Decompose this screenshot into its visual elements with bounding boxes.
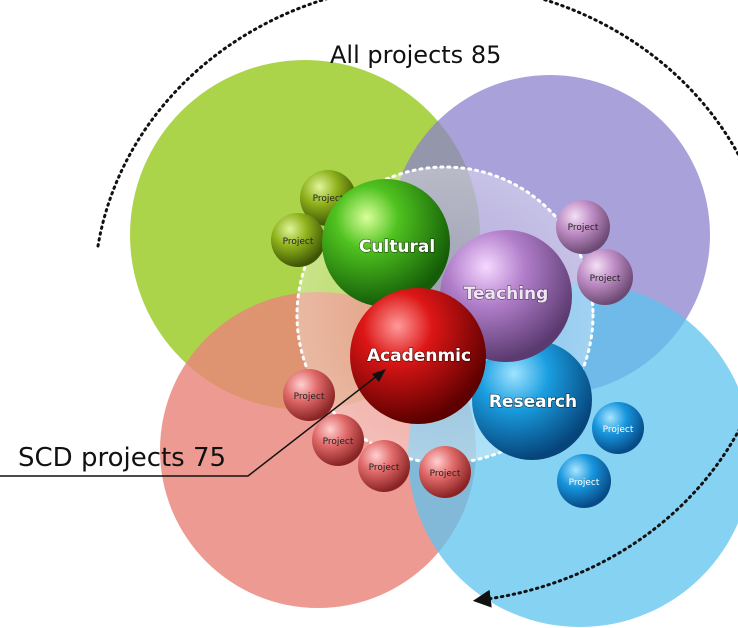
cultural-label: Cultural: [359, 237, 435, 257]
academic-label: Acadenmic: [367, 346, 471, 366]
project-sphere: Project: [271, 213, 325, 267]
project-label: Project: [430, 469, 461, 479]
project-label: Project: [568, 223, 599, 233]
project-sphere: Project: [283, 369, 335, 421]
project-sphere: Project: [312, 414, 364, 466]
project-label: Project: [313, 194, 344, 204]
cultural-sphere: Cultural: [322, 179, 450, 307]
project-sphere: Project: [358, 440, 410, 492]
project-sphere: Project: [592, 402, 644, 454]
project-sphere: Project: [557, 454, 611, 508]
project-label: Project: [603, 425, 634, 435]
project-sphere: Project: [556, 200, 610, 254]
teaching-label: Teaching: [464, 284, 549, 304]
all-projects-arc-arrow: [96, 0, 738, 608]
scd-projects-label: SCD projects 75: [18, 443, 226, 473]
project-sphere: Project: [577, 249, 633, 305]
academic-sphere: Acadenmic: [350, 288, 486, 424]
project-label: Project: [323, 437, 354, 447]
research-label: Research: [489, 392, 577, 412]
all-projects-label: All projects 85: [330, 41, 501, 69]
project-label: Project: [283, 237, 314, 247]
project-label: Project: [294, 392, 325, 402]
project-sphere: Project: [419, 446, 471, 498]
project-label: Project: [369, 463, 400, 473]
scd-callout-arrowhead: [372, 369, 386, 382]
research-sphere: Research: [472, 340, 592, 460]
project-label: Project: [569, 478, 600, 488]
project-label: Project: [590, 274, 621, 284]
scd-callout-leader: [0, 371, 383, 477]
